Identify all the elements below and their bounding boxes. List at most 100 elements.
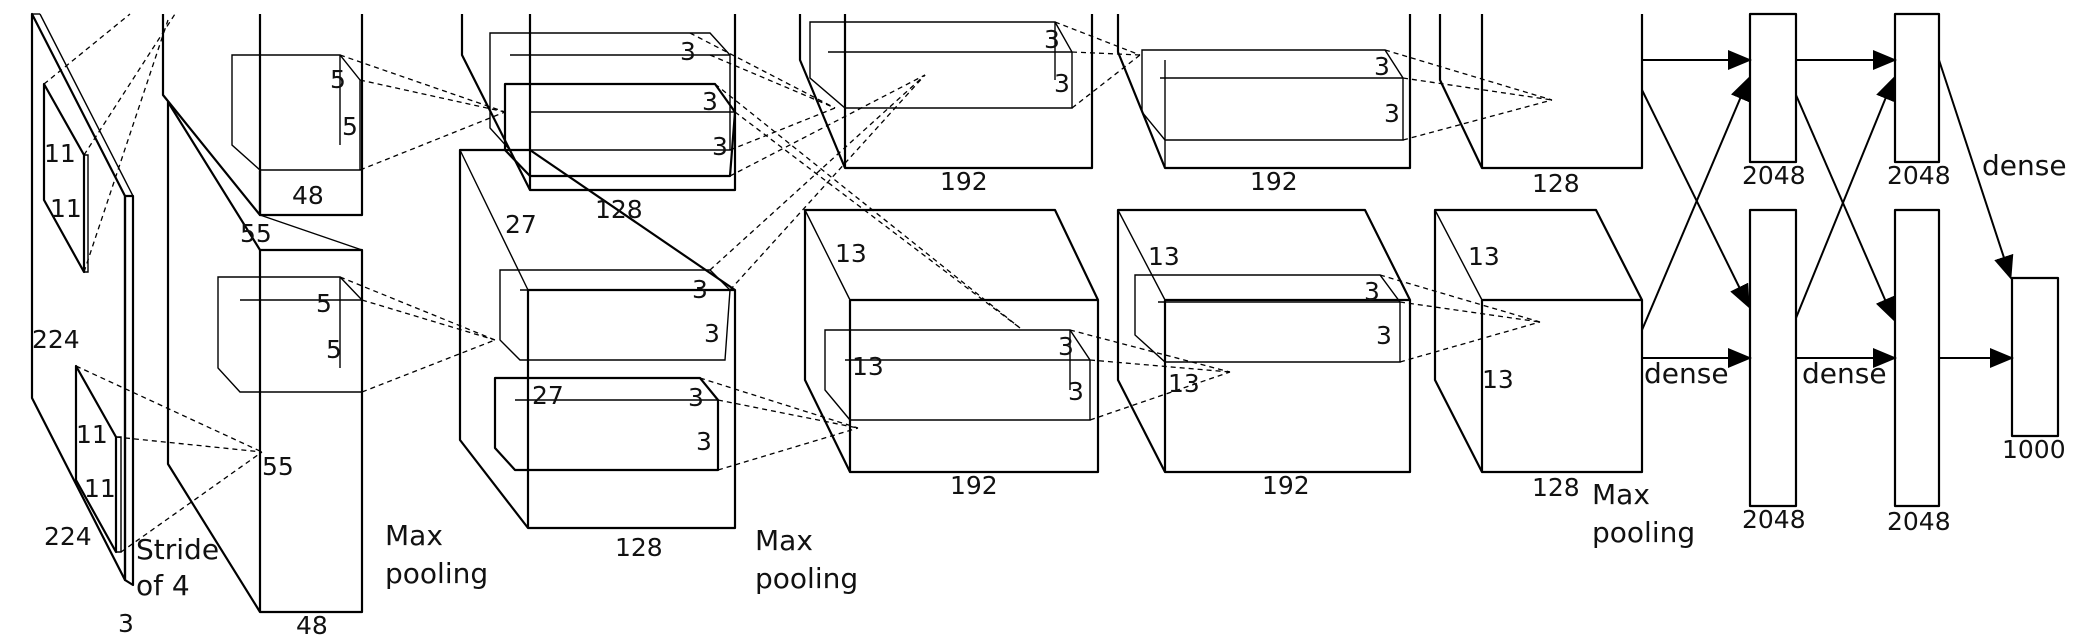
arrow-conv5top-fc6bot [1641,89,1750,309]
conv3-top-kernel [809,21,1073,109]
arrow-conv5bot-fc6top [1641,76,1750,331]
proj-line [359,79,506,113]
conv4-bottom-block [1116,208,1412,474]
proj-line [689,32,836,109]
input-height-label: 224 [32,325,80,354]
conv5-size-label-b: 13 [1482,365,1514,394]
conv1-bottom-kernel-label-b: 5 [326,335,342,364]
conv1-connector [259,214,363,251]
proj-line [699,377,859,429]
conv3-bottom-block [803,208,1100,474]
pool1-label-line1: Max [385,519,443,552]
conv5-bottom-diag [1434,209,1483,301]
conv3-top-depth-label: 192 [940,167,988,196]
pool2-label-line1: Max [755,524,813,557]
arrow-fc6bot-fc7top [1795,76,1895,319]
proj-line [1071,51,1141,56]
conv5-size-label: 13 [1468,242,1500,271]
pool2-label-line2: pooling [755,562,858,595]
conv4-top-block [1116,14,1412,170]
input-layer: 11 11 11 11 224 224 3 Stride of 4 [30,12,263,638]
input-top-edge-2 [39,13,134,197]
conv3-bottom-diag [804,209,851,301]
conv5-bottom-block [1433,208,1644,474]
conv2-size-label-b: 27 [532,381,564,410]
dense-label-2: dense [1802,357,1887,390]
proj-line [339,54,506,113]
output-block [2010,276,2060,438]
proj-line [120,451,263,553]
dense-label-1: dense [1644,357,1729,390]
conv1-size-label: 55 [240,219,272,248]
stride-label-line1: Stride [136,533,219,566]
proj-line [729,107,836,151]
conv1-top-kernel-label-a: 5 [330,65,346,94]
proj-line [1399,301,1541,323]
fc6-bottom-block [1748,208,1798,508]
input-kernel-top-side [83,154,89,273]
conv3-size-label: 13 [835,239,867,268]
proj-line [1089,359,1231,373]
fc6-top-block [1748,12,1798,164]
input-width-label: 224 [44,522,92,551]
conv3-layer: 3 3 3 3 13 13 192 192 [798,14,1231,500]
conv5-bottom-depth-label: 128 [1532,473,1580,502]
input-side-face [123,194,135,587]
conv4-top-depth-label: 192 [1250,167,1298,196]
fc7-bottom-block [1893,208,1941,508]
conv1-bottom-top-edge [167,101,261,251]
fc6-top-label: 2048 [1742,161,1806,190]
input-kernel-top-label-b: 11 [50,194,82,223]
proj-line [339,276,496,341]
pool1-label-line2: pooling [385,557,488,590]
conv1-top-depth-label: 48 [292,181,324,210]
conv1-bottom-depth-label: 48 [296,611,328,640]
proj-line [717,399,859,429]
conv2-layer: 3 3 3 3 3 3 3 27 27 128 128 Max pooling [458,14,1021,595]
proj-line [1402,77,1553,101]
dense-label-3: dense [1982,149,2067,182]
conv1-size-label-v: 55 [262,452,294,481]
proj-line [1399,321,1541,363]
conv4-bottom-depth-label: 192 [1262,471,1310,500]
proj-line [115,436,263,453]
proj-line [361,299,496,341]
conv3-bottom-kernel-label-a: 3 [1058,332,1074,361]
output-label: 1000 [2002,435,2066,464]
input-kernel-top-label-a: 11 [44,139,76,168]
pool3-label-line2: pooling [1592,516,1695,549]
proj-line [359,111,506,171]
proj-line [1384,49,1553,101]
conv2-top-kernel-label-1: 3 [680,37,696,66]
proj-line [1379,274,1541,323]
conv3-top-kernel-label-b: 3 [1054,69,1070,98]
conv3-top-kernel-label-a: 3 [1044,25,1060,54]
conv1-top-block [161,14,262,217]
conv4-layer: 3 3 3 3 13 13 192 192 [1116,14,1553,500]
conv2-top-depth-label: 128 [595,195,643,224]
conv2-top-kernel-2 [503,82,737,178]
proj-line [43,13,131,85]
conv3-bottom-depth-label: 192 [950,471,998,500]
conv2-bottom-depth-label: 128 [615,533,663,562]
pool3-label-line1: Max [1592,478,1650,511]
input-kernel-bottom-label-b: 11 [84,474,116,503]
proj-line [1402,99,1553,141]
arrow-fc7top-output [1938,59,2014,280]
proj-line [1089,371,1231,421]
conv3-size-label-b: 13 [852,352,884,381]
proj-line [361,339,496,393]
proj-line [83,13,176,156]
proj-line [717,427,859,471]
conv4-top-kernel [1141,49,1404,141]
conv4-bottom-kernel [1134,274,1401,363]
conv4-top-kernel-label-a: 3 [1374,52,1390,81]
conv4-top-kernel-label-b: 3 [1384,99,1400,128]
conv2-top-kernel-label-3: 3 [712,132,728,161]
conv5-top-block [1438,14,1644,170]
stride-label-line2: of 4 [136,569,190,602]
proj-line [1054,21,1141,56]
input-kernel-top [42,82,86,274]
fc6-bottom-label: 2048 [1742,505,1806,534]
